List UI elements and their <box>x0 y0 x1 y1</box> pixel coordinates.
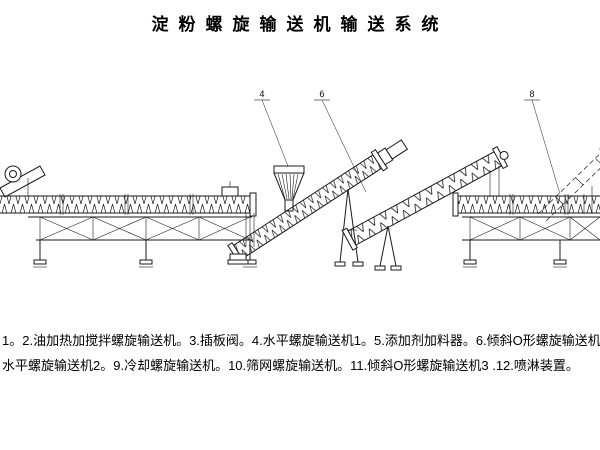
left-feed-machine <box>0 165 46 198</box>
left-horizontal-conveyor <box>0 181 257 247</box>
callout-4: 4 <box>254 90 289 167</box>
left-support-truss <box>28 216 257 268</box>
additive-feeder-hopper <box>273 165 305 212</box>
right-support-truss <box>462 216 600 268</box>
inclined-conveyor-1 <box>227 139 409 267</box>
component-legend: 1。2.油加热加搅拌螺旋输送机。3.插板阀。4.水平螺旋输送机1。5.添加剂加料… <box>2 328 600 378</box>
right-horizontal-conveyor <box>452 192 600 217</box>
callout-6: 6 <box>314 90 367 193</box>
callout-8-label: 8 <box>529 90 534 100</box>
callout-4-label: 4 <box>259 90 264 100</box>
slide-valve <box>221 186 239 197</box>
legend-line-2: 水平螺旋输送机2。9.冷却螺旋输送机。10.筛网螺旋输送机。11.倾斜O形螺旋输… <box>2 358 579 373</box>
callout-8: 8 <box>524 90 561 195</box>
dashed-inclined-conveyor <box>537 147 600 222</box>
inclined-conveyor-2 <box>341 146 509 271</box>
callout-6-label: 6 <box>319 90 324 100</box>
legend-line-1: 1。2.油加热加搅拌螺旋输送机。3.插板阀。4.水平螺旋输送机1。5.添加剂加料… <box>2 333 600 348</box>
drawing-title: 淀粉螺旋输送机输送系统 <box>151 15 449 34</box>
